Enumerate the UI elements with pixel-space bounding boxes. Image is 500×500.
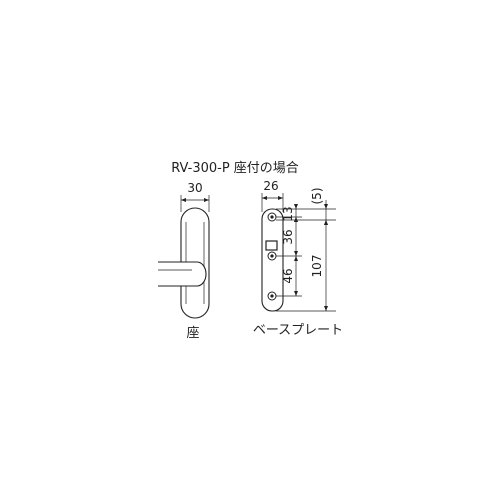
arrowhead: [294, 256, 298, 261]
arrowhead: [262, 196, 267, 200]
arrowhead: [181, 198, 186, 202]
screw-hole-center: [270, 254, 274, 258]
dimension-label-36: 36: [281, 229, 295, 244]
arrowhead: [294, 204, 298, 209]
lever-handle: [158, 261, 207, 287]
dimension-label-5: (5): [310, 188, 324, 205]
base-plate-caption: ベースプレート: [253, 323, 343, 338]
square-spindle-hole: [265, 240, 278, 251]
dimension-label-13: 13: [281, 206, 295, 221]
rose-caption: 座: [186, 326, 199, 341]
arrowhead: [324, 220, 328, 225]
arrowhead: [324, 306, 328, 311]
base-plate-view: 26 13 36 46: [253, 179, 343, 338]
arrowhead: [278, 196, 283, 200]
dimension-label-width: 26: [263, 179, 278, 193]
rose-side-view: 30 座: [158, 181, 210, 341]
dimension-label-width: 30: [187, 181, 202, 195]
dimension-label-107: 107: [310, 255, 324, 278]
arrowhead: [324, 204, 328, 209]
arrowhead: [294, 291, 298, 296]
drawing-title: RV-300-P 座付の場合: [171, 161, 299, 176]
arrowhead: [294, 251, 298, 256]
arrowhead: [204, 198, 209, 202]
dimension-label-46: 46: [281, 268, 295, 283]
arrowhead: [294, 217, 298, 222]
screw-hole-center: [270, 294, 274, 298]
screw-hole-center: [270, 215, 274, 219]
